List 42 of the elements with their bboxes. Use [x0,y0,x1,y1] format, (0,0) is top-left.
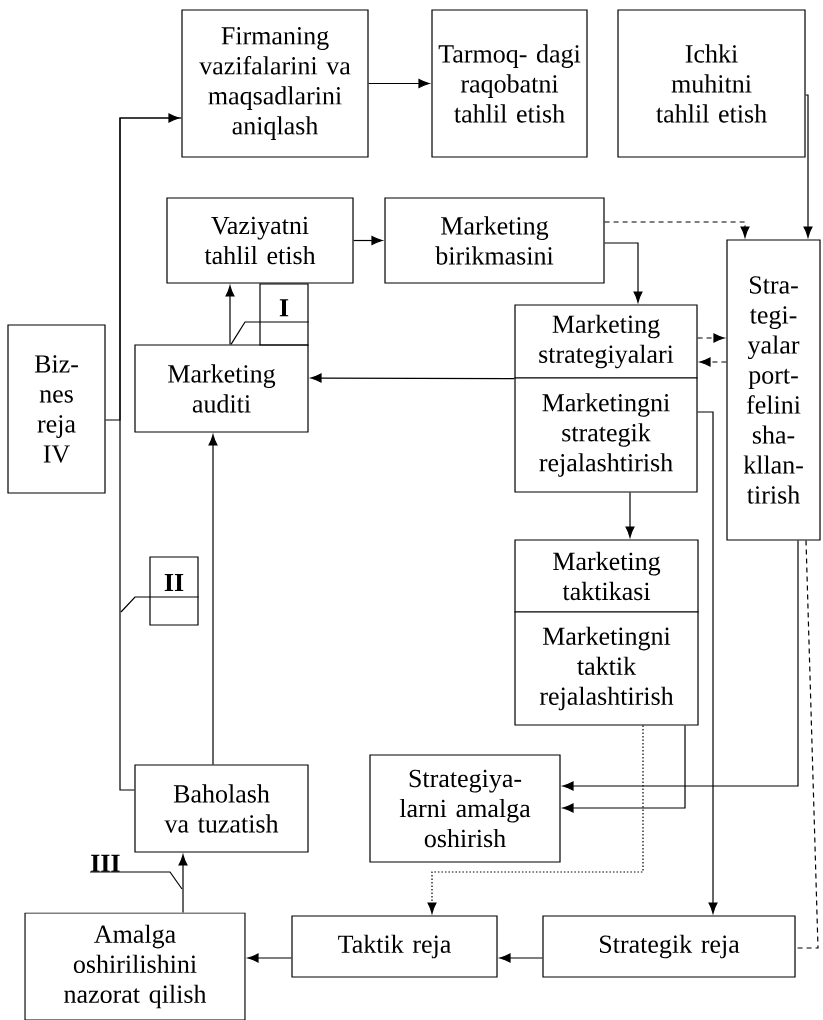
arrow [247,953,292,963]
process-box: Taktik reja [291,915,498,978]
arrow [604,242,643,303]
arrow [353,235,383,246]
arrow [697,411,718,914]
arrow [604,221,750,238]
process-box: Stra- tegi- yalar port- felini sha- kllan- tirish [726,239,821,541]
arrow [178,854,188,913]
arrow [625,492,635,538]
arrow [499,953,543,963]
process-box: Marketing birikmasini [384,197,605,284]
arrow [699,357,727,367]
connector-line [105,117,182,421]
process-box: Marketingni taktik rejalashtirish [514,611,699,726]
process-box: Marketingni strategik rejalashtirish [514,377,698,493]
arrow [562,725,686,813]
process-box: Amalga oshirilishini nazorat qilish [24,912,246,1020]
callout-box: I [259,283,309,346]
process-box: Biz- nes reja IV [7,324,106,494]
process-box: Strategiya- larni amalga oshirish [369,754,561,863]
connector-line [230,321,310,345]
arrow [427,725,644,914]
arrow [697,333,725,343]
process-box: Ichki muhitni tahlil etish [617,9,806,158]
process-box: Marketing strategiyalari [514,304,698,379]
process-box: Strategik reja [542,915,796,978]
callout-box: II [149,556,199,626]
process-box: Marketing taktikasi [514,539,699,613]
process-box: Baholash va tuzatish [134,764,309,853]
arrow [562,540,799,791]
leader-line [89,871,183,890]
arrow [368,78,430,89]
leader-line [120,596,200,613]
process-box: Marketing auditi [134,344,309,433]
callout-number: III [91,854,120,872]
process-box: Firmaning vazifalarini va maqsadlarini aniqlash [181,9,369,158]
arrow [803,94,813,238]
arrow [310,373,515,383]
process-box: Tarmoq- dagi raqobatni tahlil etish [431,9,588,158]
arrow [225,285,235,345]
arrow [208,434,218,765]
process-box: Vaziyatni tahlil etish [166,197,354,284]
